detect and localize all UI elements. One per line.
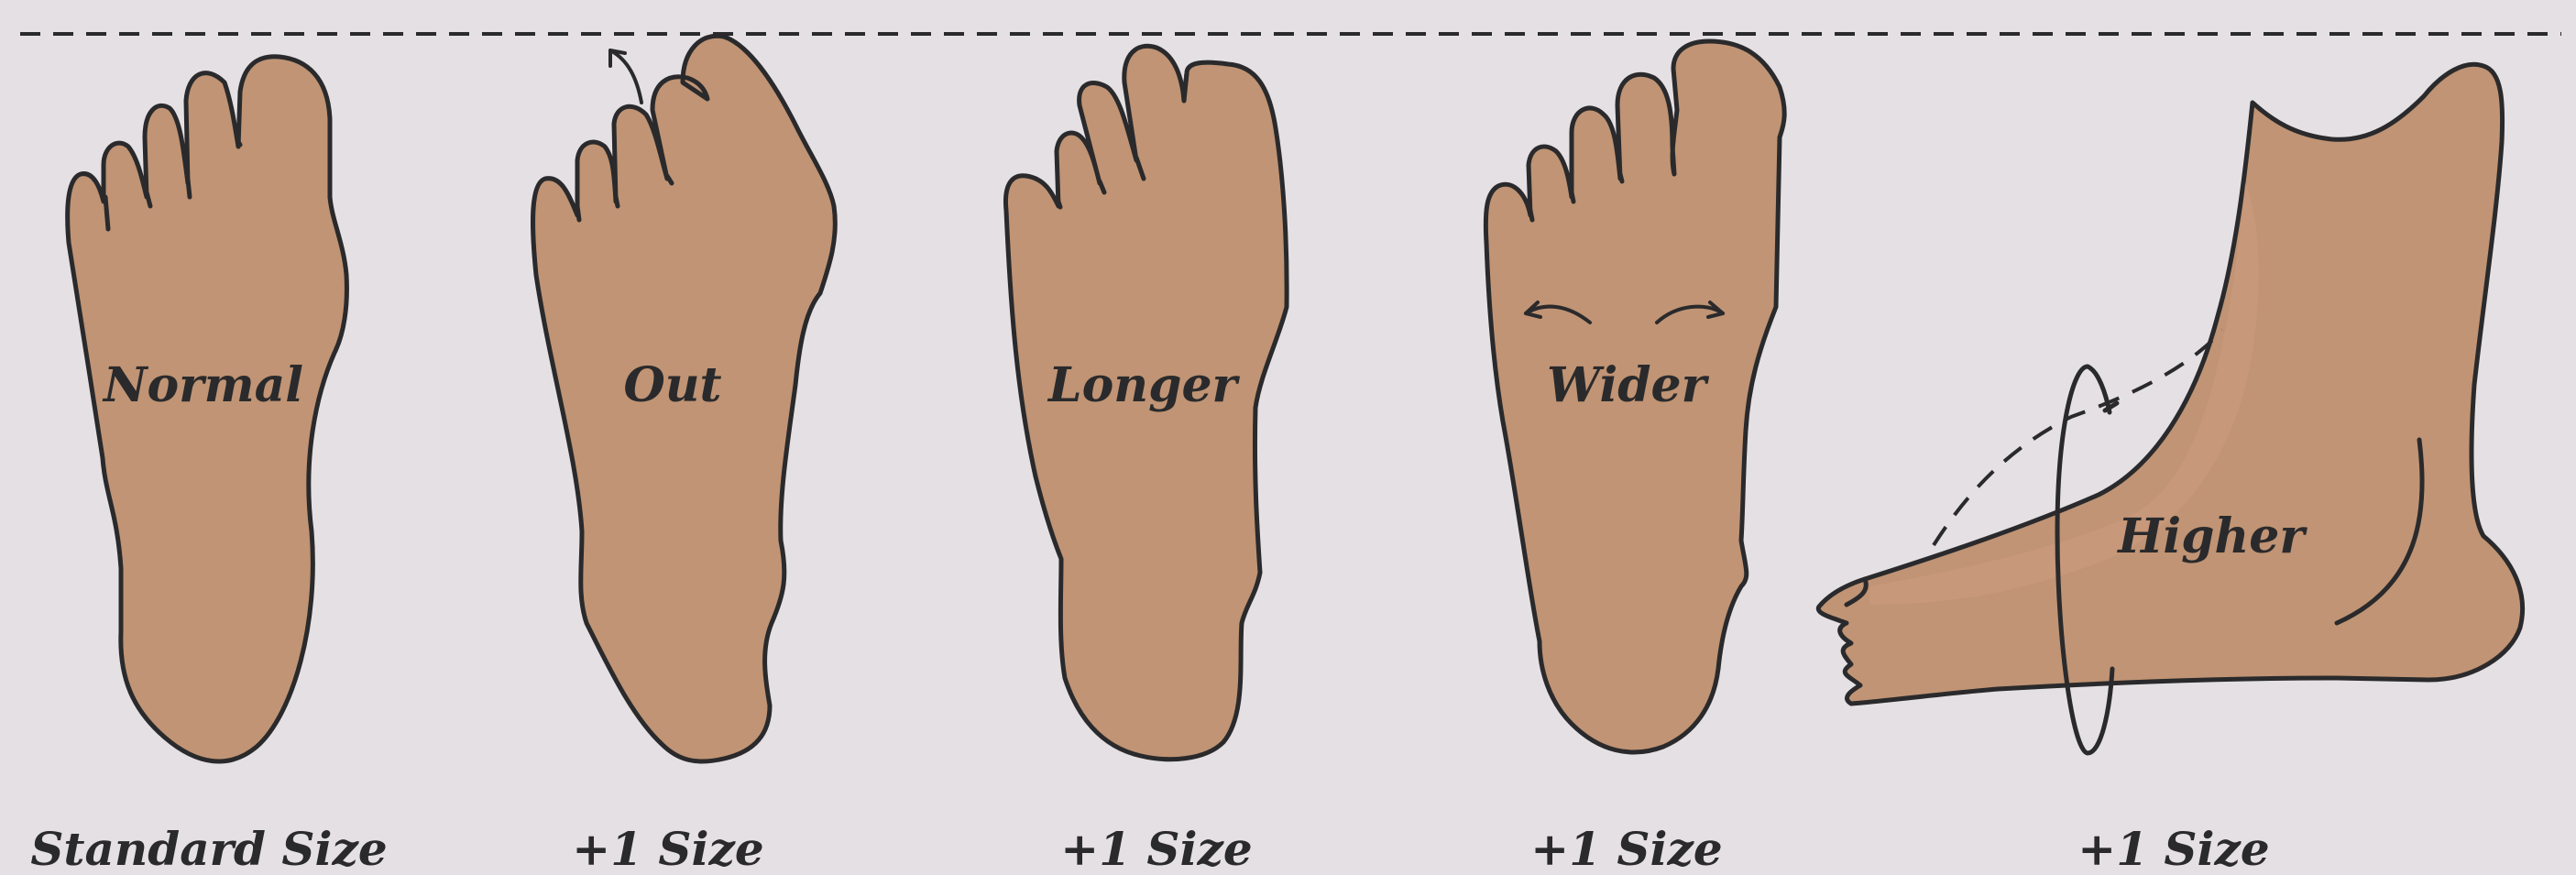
toe-crease (105, 197, 108, 229)
toe-crease (1572, 192, 1573, 202)
caption-normal: Standard Size (30, 822, 387, 875)
foot-higher-outline (1818, 64, 2522, 704)
curved-arrow-icon (610, 50, 641, 103)
caption-wider: +1 Size (1530, 822, 1722, 875)
toe-crease (238, 142, 240, 145)
foot-label-higher: Higher (2116, 509, 2307, 564)
foot-label-normal: Normal (102, 357, 303, 413)
foot-label-out: Out (623, 357, 721, 413)
caption-higher: +1 Size (2077, 822, 2269, 875)
caption-longer: +1 Size (1060, 822, 1252, 875)
toe-crease (188, 180, 190, 197)
toe-crease (577, 206, 579, 220)
toe-crease (1058, 202, 1060, 207)
toe-crease (1530, 211, 1532, 220)
foot-label-wider: Wider (1547, 357, 1710, 413)
toe-crease (1620, 174, 1622, 181)
caption-out: +1 Size (572, 822, 763, 875)
foot-label-longer: Longer (1047, 357, 1240, 413)
toe-crease (1184, 73, 1187, 96)
foot-higher (1818, 64, 2522, 753)
toe-crease (616, 197, 618, 206)
